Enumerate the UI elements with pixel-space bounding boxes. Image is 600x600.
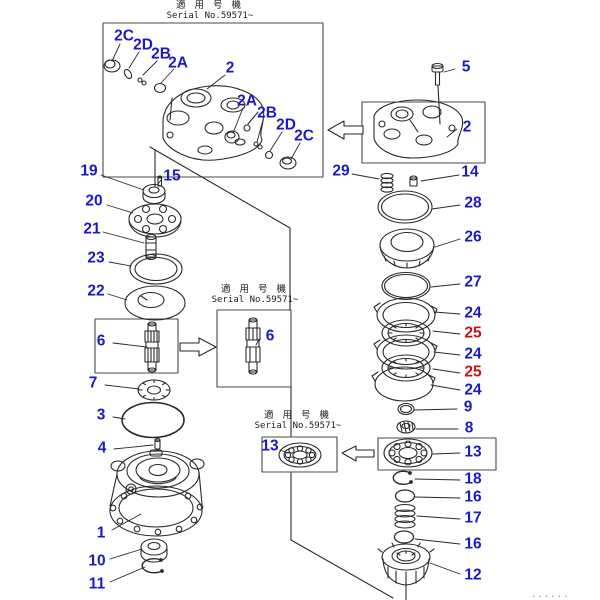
callout-8-36: 8 [464, 419, 474, 437]
snap-ring-11-art [141, 558, 164, 574]
shaft-6-box-new [216, 309, 292, 388]
assembly-connector-lines [149, 85, 441, 600]
direction-arrows [179, 120, 375, 462]
callout-13-38: 13 [464, 443, 482, 461]
callout-2c-8: 2C [294, 127, 314, 145]
callout-3-22: 3 [96, 406, 106, 424]
callout-6-19: 6 [96, 332, 106, 350]
oring-28-art [377, 190, 433, 224]
callout-17-41: 17 [464, 509, 482, 527]
oring-3-art [121, 401, 185, 439]
callout-19-13: 19 [80, 162, 98, 180]
callout-25-33: 25 [464, 363, 482, 381]
callout-24-32: 24 [464, 345, 482, 363]
ring-23-art [129, 253, 183, 285]
plate-24a-art [373, 297, 438, 333]
bearing-13-box-old [377, 437, 497, 471]
callout-2-4: 2 [225, 59, 235, 77]
callout-13-37: 13 [261, 437, 279, 455]
callout-2c-0: 2C [114, 27, 134, 45]
callout-4-23: 4 [97, 439, 107, 457]
plate-24b-art [373, 334, 438, 370]
shaft-6-old-art [144, 321, 160, 373]
callout-2a-5: 2A [237, 92, 257, 110]
callout-28-27: 28 [464, 194, 482, 212]
plug-14-art [409, 175, 418, 187]
disc-25b-art [381, 354, 431, 382]
spring-17-art [394, 503, 416, 529]
shaft-6-new-art [245, 317, 261, 375]
cutoff-part-number: ...... [531, 590, 570, 600]
leader-lines [100, 43, 461, 583]
callout-23-17: 23 [87, 249, 105, 267]
ring-16a-art [394, 489, 416, 503]
arrow-left-bottom-icon [341, 445, 375, 462]
washer-22-art [124, 285, 186, 321]
callout-14-12: 14 [461, 163, 479, 181]
callout-26-28: 26 [464, 228, 482, 246]
plug-4-art [154, 437, 161, 450]
disc-25a-art [381, 319, 431, 347]
arrow-right-mid-icon [179, 337, 217, 357]
callout-2-10: 2 [462, 118, 472, 136]
nut-8-art [396, 420, 416, 434]
arrow-left-top-icon [327, 120, 364, 140]
callout-2d-1: 2D [133, 36, 153, 54]
callout-16-40: 16 [464, 488, 482, 506]
callout-25-31: 25 [464, 324, 482, 342]
callout-24-34: 24 [464, 381, 482, 399]
callout-5-9: 5 [461, 58, 471, 76]
nut-19-art [142, 183, 166, 205]
callout-20-15: 20 [85, 192, 103, 210]
bolt-5-art [431, 62, 444, 86]
valve-assembly-2-art [103, 59, 297, 170]
bearing-13-box-new [261, 436, 338, 473]
motor-case-1-art [109, 449, 205, 537]
callout-2b-2: 2B [151, 45, 171, 63]
callout-21-16: 21 [83, 220, 101, 238]
callout-2d-7: 2D [276, 116, 296, 134]
ring-16b-art [393, 530, 415, 544]
callout-18-39: 18 [464, 470, 482, 488]
callout-2b-6: 2B [257, 104, 277, 122]
callout-22-18: 22 [87, 282, 105, 300]
callout-24-30: 24 [464, 304, 482, 322]
snap-ring-18-art [392, 470, 413, 485]
callout-7-21: 7 [88, 374, 98, 392]
callout-1-24: 1 [96, 524, 106, 542]
callout-9-35: 9 [463, 398, 473, 416]
callout-6-20: 6 [265, 327, 275, 345]
top-assembly-box [102, 22, 324, 178]
valve-2-right-art [373, 99, 464, 159]
shaft-6-box-old [94, 318, 179, 374]
race-26-art [379, 228, 435, 269]
callout-29-11: 29 [332, 162, 350, 180]
callout-2a-3: 2A [168, 54, 188, 72]
oring-9-art [397, 402, 415, 416]
plate-24c-art [371, 366, 436, 402]
gear-coupling-12-art [377, 542, 435, 586]
nut-10-art [140, 538, 168, 563]
bearing-13-new-art [278, 442, 322, 468]
callout-11-26: 11 [88, 575, 106, 593]
gear-washer-7-art [137, 379, 171, 401]
detail-boxes [94, 22, 497, 473]
callout-15-14: 15 [163, 167, 181, 185]
callout-10-25: 10 [88, 552, 106, 570]
bearing-13-old-art [383, 438, 433, 468]
spring-29-art [380, 172, 394, 193]
callout-27-29: 27 [464, 273, 482, 291]
callout-16-42: 16 [464, 535, 482, 553]
callout-12-43: 12 [464, 566, 482, 584]
